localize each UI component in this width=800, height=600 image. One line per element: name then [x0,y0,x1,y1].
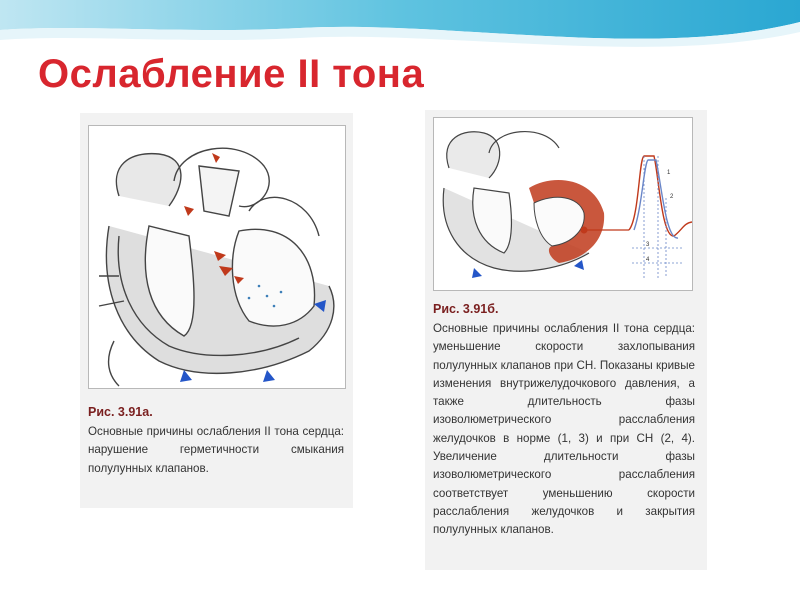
curve-label-2: 2 [670,194,674,200]
heart-illustration-b: 1 2 3 4 [442,130,692,278]
slide-title: Ослабление II тона [38,52,425,96]
figure-a-caption-text: Основные причины ослабления II тона серд… [88,425,344,475]
figure-b-caption-title: Рис. 3.91б. [433,302,499,316]
heart-illustration-a [98,147,335,387]
figure-a-panel: Рис. 3.91а. Основные причины ослабления … [80,113,353,508]
heart-diagram-a [88,125,346,389]
figure-b-caption-text: Основные причины ослабления II тона серд… [433,322,695,537]
curve-label-3: 3 [646,242,650,248]
curve-label-4: 4 [646,257,650,263]
figure-a-caption-title: Рис. 3.91а. [88,405,153,419]
heart-diagram-b: 1 2 3 4 [433,117,693,291]
header-wave-decoration [0,0,800,47]
figure-b-panel: 1 2 3 4 Рис. 3.91б. Основные причины осл… [425,110,707,570]
curve-label-1: 1 [667,170,671,176]
